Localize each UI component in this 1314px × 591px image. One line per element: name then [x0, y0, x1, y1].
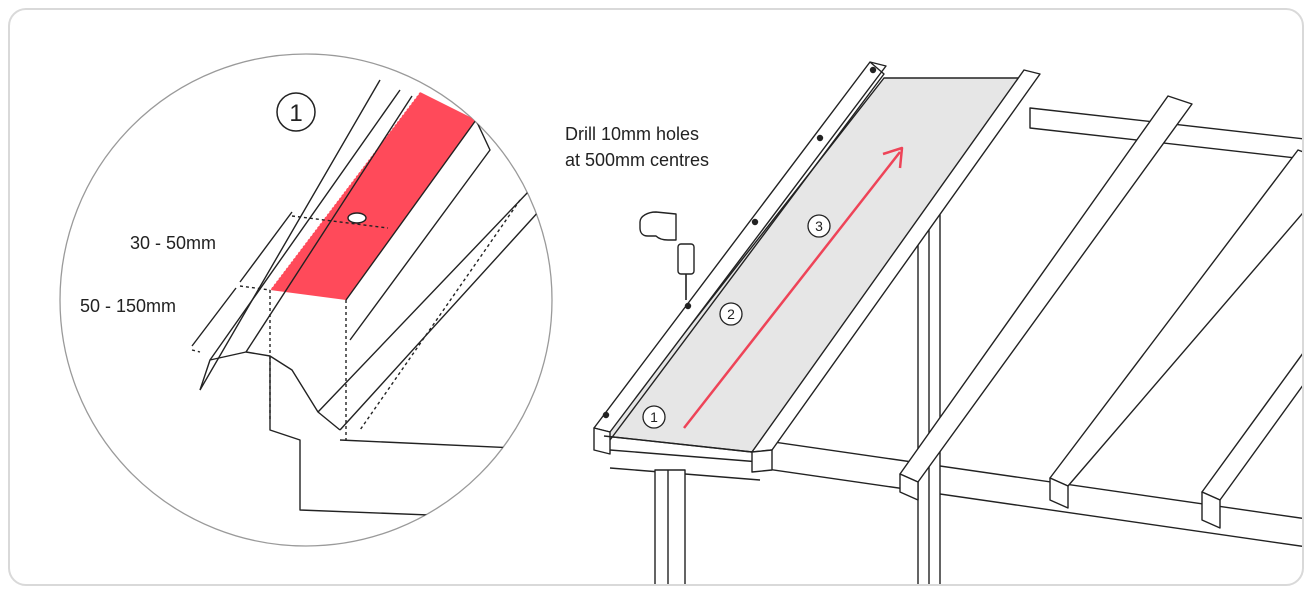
dimension-lower: 50 - 150mm [80, 296, 176, 316]
step-badge-3: 3 [807, 214, 831, 238]
instruction-line-1: Drill 10mm holes [565, 124, 699, 144]
rafters [899, 95, 1302, 529]
svg-text:1: 1 [289, 100, 302, 127]
step-number: 1 [650, 409, 658, 425]
step-badge-1: 1 [642, 405, 666, 429]
instruction-line-2: at 500mm centres [565, 150, 709, 170]
sealant-zone [270, 92, 476, 300]
direction-arrow-icon [683, 146, 904, 429]
support-posts [654, 214, 941, 584]
callout-step-badge: 1 [276, 92, 316, 132]
purlin-beams [609, 107, 1302, 549]
detail-callout: 1 30 - 50mm 50 - 150mm [59, 53, 553, 547]
step-badge-2: 2 [719, 302, 743, 326]
step-number: 3 [815, 218, 823, 234]
step-number: 2 [727, 306, 735, 322]
drill-icon [639, 211, 695, 300]
roof-structure [593, 61, 1302, 584]
dimension-upper: 30 - 50mm [130, 233, 216, 253]
